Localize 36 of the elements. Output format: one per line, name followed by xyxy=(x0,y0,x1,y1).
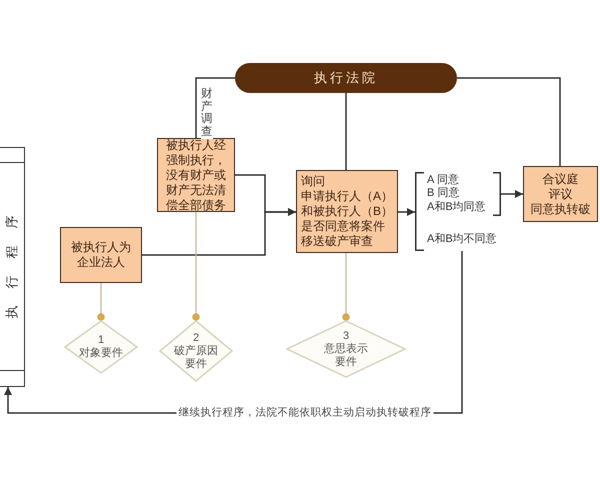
arrow xyxy=(398,208,415,216)
diamond-label: 破产原因要件 xyxy=(173,344,219,370)
connector-line xyxy=(457,77,561,166)
arrow xyxy=(142,208,296,256)
dot-connector xyxy=(192,212,200,321)
diamond-label: 意思表示要件 xyxy=(323,342,369,368)
diamond-label: 对象要件 xyxy=(79,347,123,360)
box-text: 评议 xyxy=(548,186,572,202)
option-text: A 同意 xyxy=(427,174,459,187)
edge-label: 继续执行程序，法院不能依职权主动启动执转破程序 xyxy=(176,406,434,420)
process-box xyxy=(60,227,142,283)
vertical-label: 执行程序 xyxy=(5,198,19,320)
process-box xyxy=(157,138,235,212)
box-text: 同意执转破 xyxy=(530,202,590,216)
process-box xyxy=(296,170,398,253)
box-text: 询问 xyxy=(301,174,326,189)
connector-line xyxy=(345,93,347,170)
step-number: 2 xyxy=(192,332,200,344)
arrow xyxy=(501,190,523,198)
process-box xyxy=(523,166,598,222)
box-text: 合议庭 xyxy=(542,172,578,186)
side-panel xyxy=(0,147,25,387)
step-number: 3 xyxy=(342,330,350,342)
box-text: 申请执行人（A）和被执行人（B）是否同意将案件移送破产审查 xyxy=(301,189,394,249)
connector-line xyxy=(195,77,235,138)
option-text: B 同意 xyxy=(427,187,460,201)
court-banner xyxy=(235,63,457,93)
option-text: A和B均不同意 xyxy=(427,232,497,246)
box-text: 被执行人为企业法人 xyxy=(70,240,132,270)
option-text: A和B均同意 xyxy=(427,200,486,214)
step-number: 1 xyxy=(98,334,104,347)
box-text: 被执行人经强制执行，没有财产或财产无法清偿全部债务 xyxy=(165,138,227,212)
dot-connector xyxy=(342,253,350,321)
banner-label: 执行法院 xyxy=(314,69,378,88)
dot-connector xyxy=(97,283,105,321)
edge-label: 财产调查 xyxy=(201,88,212,139)
